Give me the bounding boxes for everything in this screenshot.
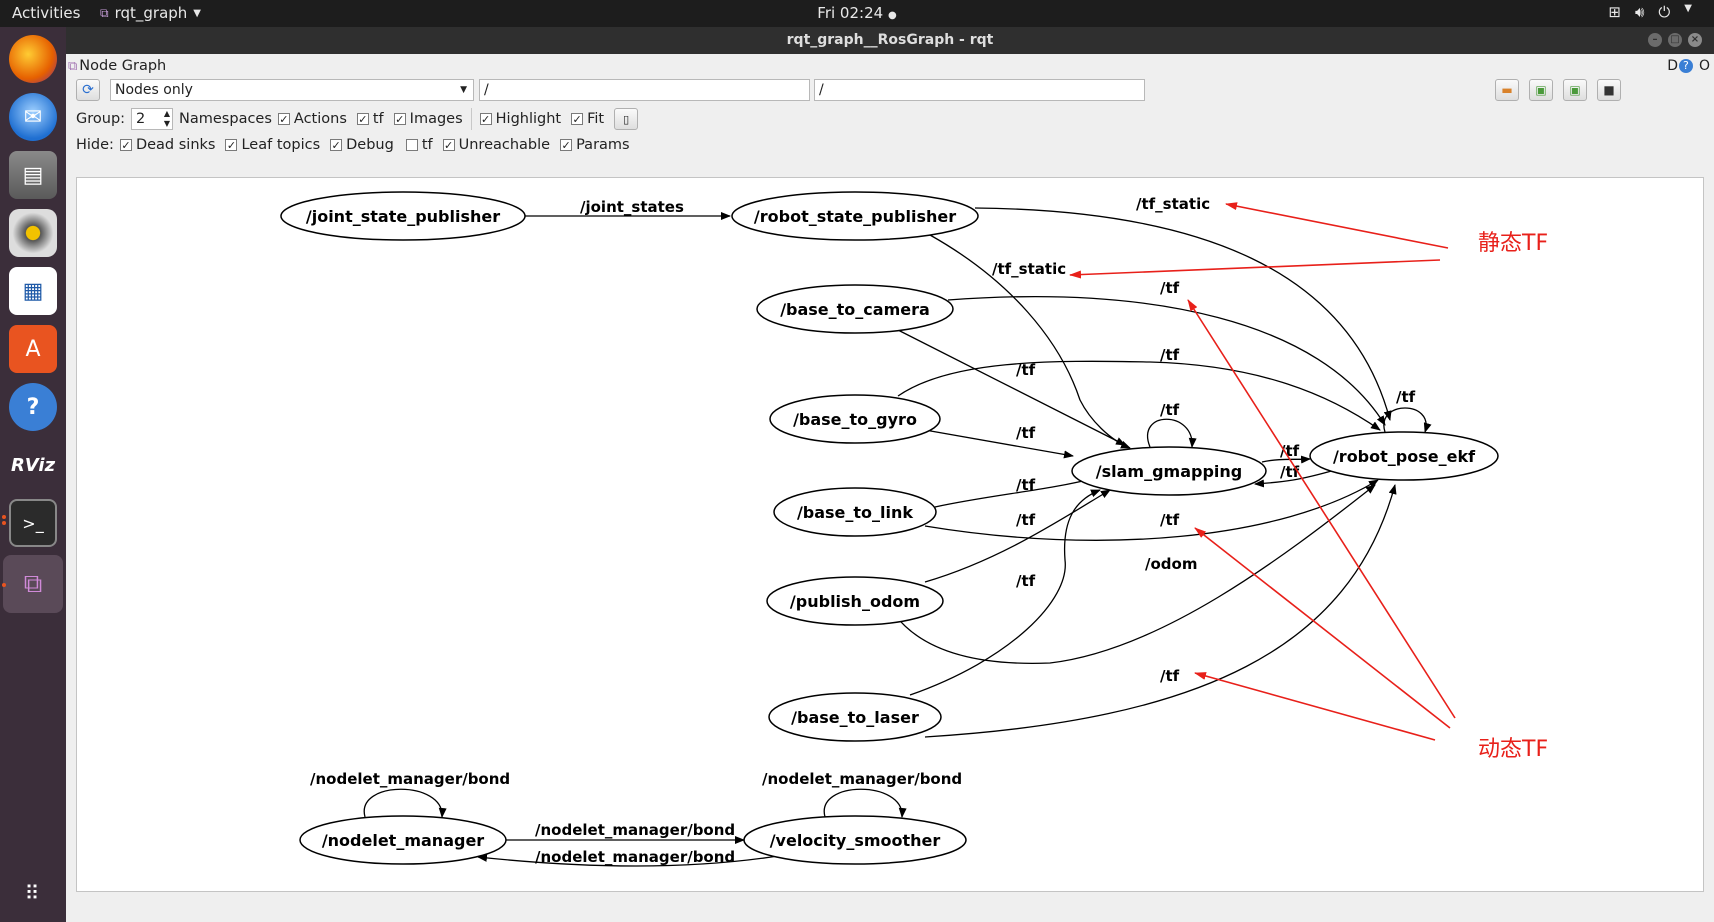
minimize-button[interactable]: – [1648, 33, 1662, 47]
writer-icon[interactable]: ▦ [9, 267, 57, 315]
fit-label: Fit [587, 111, 605, 127]
debug-label: Debug [346, 137, 394, 153]
app-menu[interactable]: ⧉ rqt_graph ▼ [100, 4, 201, 22]
separator [470, 108, 472, 130]
app-menu-label: rqt_graph [114, 4, 188, 22]
software-icon[interactable]: A [9, 325, 57, 373]
show-apps-icon[interactable]: ⠿ [24, 881, 42, 905]
image-icon: ■ [1603, 83, 1615, 97]
panel-header: ⧉ Node Graph [68, 58, 166, 74]
window-title: rqt_graph__RosGraph - rqt [786, 32, 994, 48]
params-label: Params [576, 137, 630, 153]
running-indicator [2, 515, 6, 519]
save-dot-button[interactable]: ▣ [1529, 79, 1553, 101]
clock-text: Fri 02:24 [817, 4, 884, 22]
images-checkbox[interactable]: ✓ [393, 113, 406, 126]
node-filter-value: / [484, 82, 489, 98]
hide-tf-checkbox[interactable] [405, 139, 418, 151]
namespaces-label: Namespaces [179, 111, 272, 127]
save-image-icon: ▣ [1569, 83, 1581, 97]
rqt-icon[interactable]: ⧉ [3, 555, 63, 613]
rqt-small-icon: ⧉ [100, 5, 109, 20]
help-icon[interactable]: ? [9, 383, 57, 431]
running-indicator [2, 521, 6, 525]
graph-canvas[interactable] [76, 177, 1704, 892]
clock[interactable]: Fri 02:24 ● [817, 4, 896, 22]
activities-button[interactable]: Activities [12, 4, 81, 22]
refresh-button[interactable]: ⟳ [76, 79, 100, 101]
save-svg-button[interactable]: ▣ [1563, 79, 1587, 101]
fit-icon: ▯ [623, 112, 630, 126]
system-tray[interactable]: ⊞ 🔊︎ ⏻ ▼ [1608, 3, 1692, 21]
group-value: 2 [136, 111, 146, 127]
dead-sinks-label: Dead sinks [135, 137, 216, 153]
folder-icon: ▬ [1501, 83, 1513, 97]
debug-checkbox[interactable]: ✓ [330, 139, 343, 152]
unreachable-label: Unreachable [458, 137, 551, 153]
save-icon: ▣ [1535, 83, 1547, 97]
rhythmbox-icon[interactable] [9, 209, 57, 257]
load-dot-button[interactable]: ▬ [1495, 79, 1519, 101]
maximize-button[interactable]: □ [1668, 33, 1682, 47]
dock-toggle[interactable]: D [1667, 58, 1678, 74]
topic-filter-input[interactable]: / [814, 79, 1145, 101]
chevron-down-icon: ▼ [460, 85, 467, 95]
node-filter-input[interactable]: / [479, 79, 810, 101]
panel-corner: D ? O [1667, 58, 1710, 74]
spin-arrows-icon: ▲▼ [163, 109, 171, 128]
mode-select[interactable]: Nodes only ▼ [110, 79, 474, 101]
terminal-icon[interactable]: >_ [9, 499, 57, 547]
volume-icon: 🔊︎ [1634, 3, 1645, 21]
panel-title: Node Graph [79, 58, 167, 74]
running-indicator [2, 583, 6, 587]
files-icon[interactable]: ▤ [9, 151, 57, 199]
leaf-topics-label: Leaf topics [241, 137, 321, 153]
rviz-label: RViz [10, 454, 56, 476]
tf-checkbox[interactable]: ✓ [356, 113, 369, 126]
hide-row: Hide: ✓Dead sinks ✓Leaf topics ✓Debug tf… [76, 137, 640, 153]
close-panel-button[interactable]: O [1698, 58, 1710, 74]
save-image-button[interactable]: ■ [1597, 79, 1621, 101]
highlight-label: Highlight [495, 111, 562, 127]
rviz-icon[interactable]: RViz [9, 441, 57, 489]
help-icon[interactable]: ? [1678, 59, 1693, 73]
tf-label: tf [372, 111, 384, 127]
fit-in-view-button[interactable]: ▯ [614, 108, 639, 130]
node-graph-icon: ⧉ [68, 58, 78, 74]
chevron-down-icon: ▼ [193, 7, 201, 19]
chevron-down-icon: ▼ [1684, 3, 1692, 14]
dead-sinks-checkbox[interactable]: ✓ [119, 139, 132, 152]
power-icon: ⏻ [1658, 3, 1671, 21]
rqt-logo-icon: ⧉ [23, 568, 43, 599]
mode-select-value: Nodes only [115, 82, 193, 98]
hide-tf-label: tf [421, 137, 433, 153]
actions-checkbox[interactable]: ✓ [277, 113, 290, 126]
unreachable-checkbox[interactable]: ✓ [442, 139, 455, 152]
dock: ✉ ▤ ▦ A ? RViz >_ ⧉ ⠿ [0, 27, 66, 922]
top-bar: Activities ⧉ rqt_graph ▼ Fri 02:24 ● ⊞ 🔊… [0, 0, 1714, 27]
params-checkbox[interactable]: ✓ [560, 139, 573, 152]
close-button[interactable]: × [1688, 33, 1702, 47]
hide-label: Hide: [76, 137, 114, 153]
group-spinbox[interactable]: 2 ▲▼ [131, 108, 174, 130]
group-label: Group: [76, 111, 126, 127]
refresh-icon: ⟳ [82, 82, 94, 98]
actions-label: Actions [293, 111, 347, 127]
fit-checkbox[interactable]: ✓ [571, 113, 584, 126]
network-icon: ⊞ [1608, 3, 1621, 21]
firefox-icon[interactable] [9, 35, 57, 83]
leaf-topics-checkbox[interactable]: ✓ [225, 139, 238, 152]
topic-filter-value: / [819, 82, 824, 98]
notification-dot-icon: ● [887, 10, 897, 21]
thunderbird-icon[interactable]: ✉ [9, 93, 57, 141]
highlight-checkbox[interactable]: ✓ [479, 113, 492, 126]
options-row: Group: 2 ▲▼ Namespaces ✓Actions ✓tf ✓Ima… [76, 108, 639, 130]
window-titlebar: rqt_graph__RosGraph - rqt – □ × [66, 27, 1714, 54]
images-label: Images [409, 111, 463, 127]
